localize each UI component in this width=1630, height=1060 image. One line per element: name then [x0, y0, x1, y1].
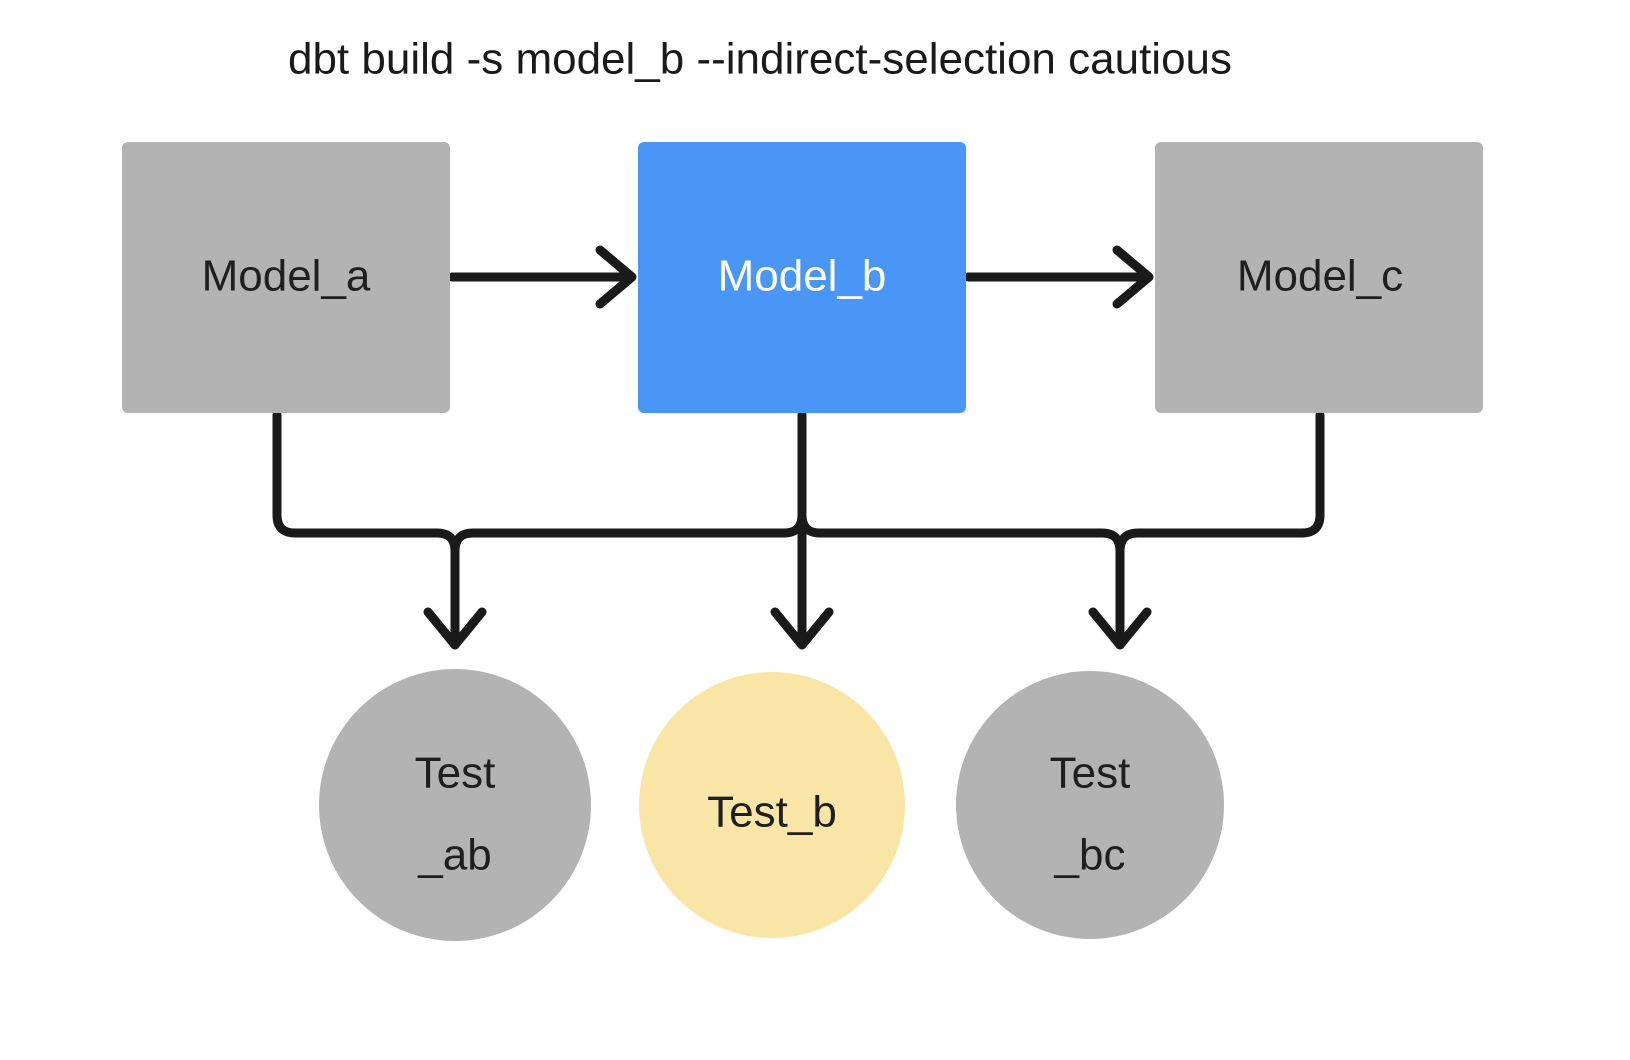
page-title: dbt build -s model_b --indirect-selectio… — [288, 35, 1232, 84]
test-label-line2: _ab — [417, 831, 491, 880]
edge-model-a-to-model-b — [447, 245, 637, 309]
arrowhead-icon — [1088, 607, 1152, 650]
model-label: Model_c — [1237, 252, 1403, 301]
model-node-model_c[interactable]: Model_c — [1155, 142, 1483, 413]
test-node-test_ab[interactable]: Test _ab — [319, 669, 591, 941]
edge-model-a-to-test-ab — [272, 410, 487, 650]
test-circle[interactable] — [319, 669, 591, 941]
model-label: Model_a — [202, 252, 371, 301]
model-node-model_a[interactable]: Model_a — [122, 142, 450, 413]
arrowhead-icon — [770, 607, 834, 650]
test-circle[interactable] — [956, 671, 1224, 939]
edge-model-b-to-test-bc — [797, 510, 1152, 650]
edge-line — [272, 410, 460, 645]
arrowhead-icon — [423, 607, 487, 650]
model-node-model_b[interactable]: Model_b — [638, 142, 966, 413]
arrowhead-icon — [595, 245, 637, 309]
model-box[interactable] — [1155, 142, 1483, 413]
edge-layer — [272, 245, 1325, 650]
test-label-line2: _bc — [1054, 831, 1126, 880]
model-label: Model_b — [718, 252, 887, 301]
edge-line — [1115, 410, 1325, 556]
edge-line — [797, 510, 1125, 645]
test-label-line1: Test — [1050, 749, 1131, 798]
test-circle[interactable] — [639, 672, 905, 938]
edge-model-b-to-model-c — [963, 245, 1154, 309]
edge-model-b-to-test-ab — [450, 410, 807, 556]
test-label-line1: Test_b — [707, 788, 837, 837]
test-node-test_b[interactable]: Test_b — [639, 672, 905, 938]
model-box[interactable] — [638, 142, 966, 413]
test-node-test_bc[interactable]: Test _bc — [956, 671, 1224, 939]
edge-model-c-to-test-bc — [1115, 410, 1325, 556]
arrowhead-icon — [1112, 245, 1154, 309]
model-box[interactable] — [122, 142, 450, 413]
edge-line — [450, 410, 807, 556]
test-label-line1: Test — [415, 749, 496, 798]
